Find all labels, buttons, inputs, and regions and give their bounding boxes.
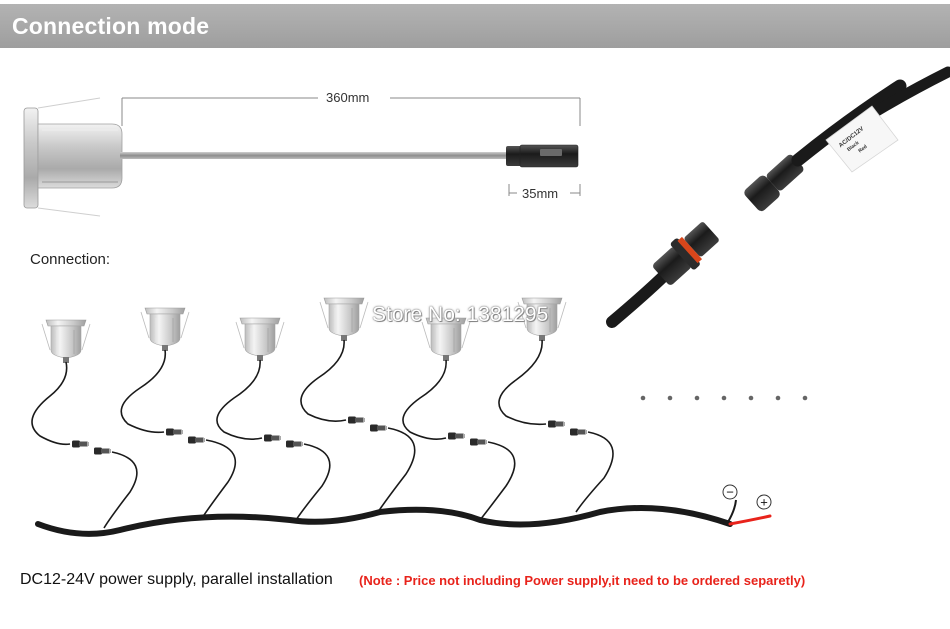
waterproof-connector-illustration: AC/DC12V Black Red [606,66,950,328]
wiring-diagram: − + [31,297,772,537]
header-bar: Connection mode [0,4,950,48]
page-title: Connection mode [12,13,210,39]
spotlight-3 [235,317,285,362]
positive-terminal-label: + [760,495,768,510]
negative-terminal-label: − [726,485,734,500]
positive-terminal-icon [756,494,772,510]
spotlight-2 [140,307,190,352]
price-note: (Note : Price not including Power supply… [359,573,806,588]
spotlight-1 [41,319,91,364]
connector-label-line3: Red [857,144,868,155]
connector-dimension-label: 35mm [522,186,559,201]
power-supply-caption: DC12-24V power supply, parallel installa… [20,571,333,588]
store-watermark: Store No: 1381295 [372,303,549,326]
spotlight-4 [319,297,369,342]
connection-heading: Connection: [30,251,111,268]
continuation-dots [640,395,808,401]
product-drawing [23,97,581,217]
length-dimension-label: 360mm [326,90,370,105]
negative-terminal-icon [722,484,738,500]
